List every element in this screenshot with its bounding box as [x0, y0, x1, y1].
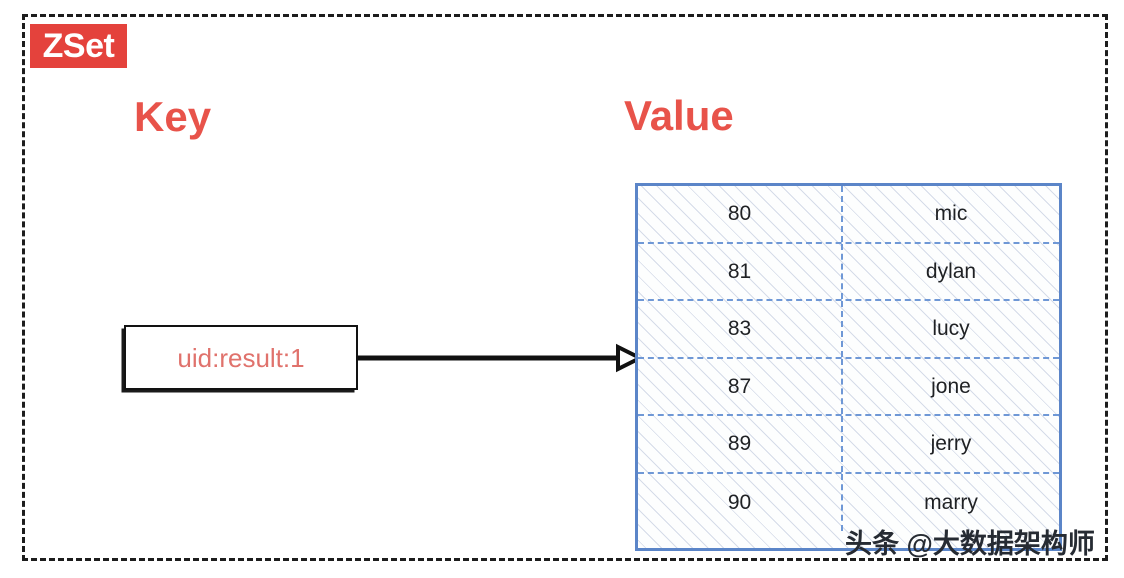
table-row: 81 dylan: [638, 243, 1059, 301]
zset-badge-label: ZSet: [42, 27, 115, 65]
cell-score: 81: [638, 243, 843, 299]
cell-score: 90: [638, 473, 843, 531]
outer-dashed-frame: [22, 14, 1108, 561]
table-row: 83 lucy: [638, 301, 1059, 359]
table-row: 90 marry: [638, 473, 1059, 531]
cell-member: mic: [934, 202, 968, 226]
value-table: 80 mic 81 dylan 83 lucy 87 jone 89 jerry…: [635, 183, 1062, 551]
key-to-value-arrow-icon: [356, 343, 642, 373]
cell-member: jerry: [930, 432, 972, 456]
key-box: uid:result:1: [124, 325, 358, 390]
cell-member: lucy: [932, 317, 970, 341]
cell-score: 89: [638, 416, 843, 472]
watermark: 头条 @大数据架构师: [845, 529, 1095, 559]
cell-member: jone: [931, 374, 971, 398]
table-row: 87 jone: [638, 358, 1059, 416]
cell-score: 87: [638, 358, 843, 414]
key-box-label: uid:result:1: [177, 342, 305, 373]
cell-score: 80: [638, 186, 843, 242]
key-heading: Key: [134, 93, 212, 140]
cell-member: marry: [924, 490, 978, 514]
zset-badge: ZSet: [30, 24, 127, 68]
table-row: 89 jerry: [638, 416, 1059, 474]
value-heading: Value: [624, 92, 734, 139]
cell-member: dylan: [925, 259, 977, 283]
cell-score: 83: [638, 301, 843, 357]
table-row: 80 mic: [638, 186, 1059, 244]
